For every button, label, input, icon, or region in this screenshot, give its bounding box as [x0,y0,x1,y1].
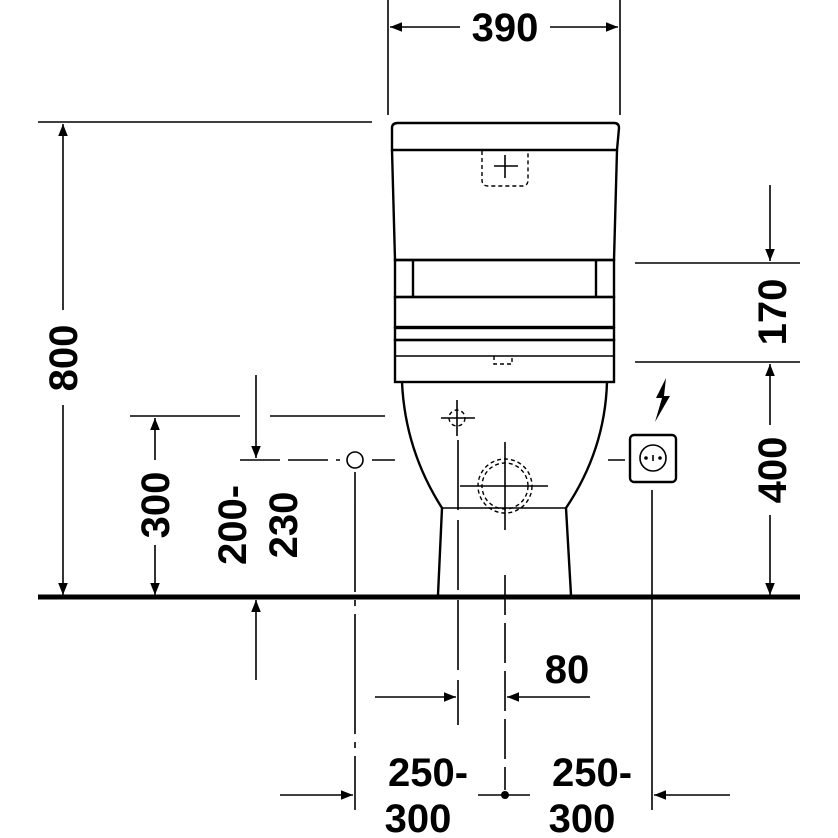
offset-label: 80 [545,648,590,692]
socket-height-label: 400 [751,437,795,504]
height-label: 800 [42,325,86,392]
extension-lines [38,0,800,810]
supply-height-label: 300 [134,472,178,539]
lightning-icon [655,378,670,422]
electrical-socket [628,433,678,484]
toilet-outline [390,121,621,596]
width-label: 390 [472,6,539,50]
left-distance-label-2: 300 [385,797,452,838]
dimension-arrows [58,22,775,800]
outlet-height-label-2: 230 [262,492,306,559]
right-distance-label-2: 300 [549,797,616,838]
left-distance-label-1: 250- [388,751,468,795]
outlet-height-label-1: 200- [211,485,255,565]
right-distance-label-1: 250- [552,751,632,795]
tank-offset-label: 170 [751,279,795,346]
